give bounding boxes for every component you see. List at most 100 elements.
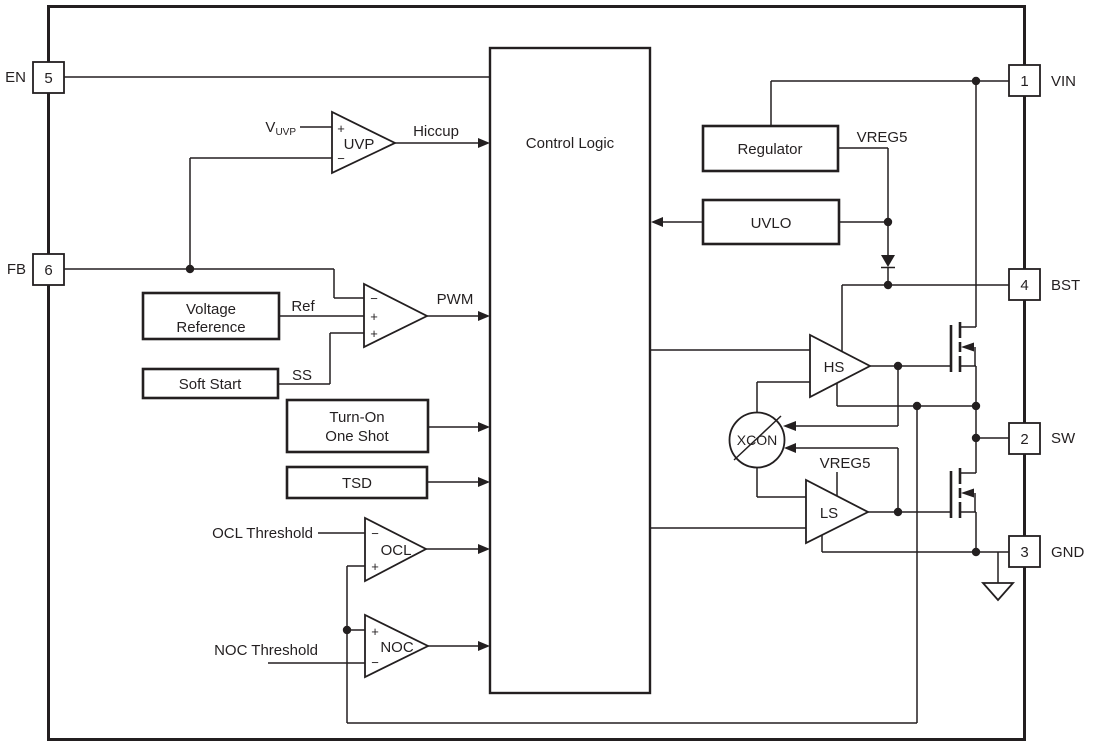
ocl-arrowhead: [478, 544, 490, 554]
pin-label-en: EN: [5, 69, 26, 86]
pin-number-vin: 1: [1020, 73, 1028, 90]
vuvp-subscript: UVP: [275, 127, 296, 138]
control-logic-label: Control Logic: [526, 135, 615, 152]
ocl-threshold-label: OCL Threshold: [212, 525, 313, 542]
hs-driver-label: HS: [824, 359, 845, 376]
xcon-lower-arrowhead: [784, 443, 796, 453]
bootstrap-diode: [881, 255, 895, 267]
regulator-box: [701, 124, 840, 173]
tsd-label: TSD: [342, 475, 372, 492]
soft-start-block: Soft Start SS: [141, 332, 364, 400]
regulator-block: Regulator VREG5: [701, 124, 908, 285]
tsd-arrowhead: [478, 477, 490, 487]
uvlo-label: UVLO: [751, 215, 792, 232]
junction-dot-fb: [185, 264, 195, 274]
turn-on-one-shot-block: Turn-On One Shot: [285, 398, 490, 454]
ss-label: SS: [292, 367, 312, 384]
error-amplifier: − + + PWM: [363, 282, 490, 349]
uvp-plus-sign: +: [337, 121, 345, 136]
uvp-triangle: [331, 110, 398, 175]
hiccup-label: Hiccup: [413, 123, 459, 140]
pin-en: 5 EN: [5, 61, 490, 94]
noc-minus-sign: −: [371, 655, 379, 670]
ocl-plus-sign: +: [371, 559, 379, 574]
uvlo-block: UVLO: [651, 198, 893, 246]
uvp-minus-sign: −: [337, 151, 345, 166]
pin-box-en: [32, 61, 65, 94]
uvlo-arrowhead: [651, 217, 663, 227]
vreg5-ls-label: VREG5: [820, 455, 871, 472]
pin-vin: 1 VIN: [770, 64, 1076, 327]
noc-triangle: [364, 613, 431, 679]
noc-arrowhead: [478, 641, 490, 651]
pin-bst: 4 BST: [841, 268, 1080, 351]
junction-dot-vin: [971, 76, 981, 86]
xcon-upper-arrowhead: [783, 421, 796, 431]
pin-fb: 6 FB: [7, 157, 364, 299]
soft-start-label: Soft Start: [179, 376, 242, 393]
xcon-slash-icon: [733, 415, 782, 461]
xcon-label: XCON: [737, 432, 777, 448]
xcon-block: XCON: [728, 381, 810, 498]
tsd-block: TSD: [285, 465, 490, 500]
hs-mosfet: [949, 322, 976, 372]
pin-gnd: 3 GND: [971, 535, 1085, 602]
control-logic-box: [488, 46, 652, 695]
junction-dot-sense-tap: [912, 401, 922, 411]
ocl-comparator: − + OCL OCL Threshold: [212, 516, 490, 583]
ref-label: Ref: [291, 298, 315, 315]
voltage-reference-block: Voltage Reference Ref: [141, 291, 364, 341]
vreg5-label: VREG5: [857, 129, 908, 146]
error-amp-plus2-sign: +: [370, 326, 378, 341]
pin-box-sw: [1008, 422, 1041, 455]
noc-label: NOC: [380, 639, 414, 656]
pin-label-gnd: GND: [1051, 544, 1085, 561]
uvp-comparator: + − UVP VUVP Hiccup: [265, 110, 490, 175]
turn-on-one-shot-label-line1: Turn-On: [329, 409, 384, 426]
pin-label-vin: VIN: [1051, 73, 1076, 90]
pin-box-gnd: [1008, 535, 1041, 568]
voltage-reference-box: [141, 291, 281, 341]
pwm-arrowhead: [478, 311, 490, 321]
noc-threshold-label: NOC Threshold: [214, 642, 318, 659]
voltage-reference-label-line1: Voltage: [186, 301, 236, 318]
soft-start-box: [141, 367, 280, 400]
turn-on-one-shot-label-line2: One Shot: [325, 428, 389, 445]
pin-box-bst: [1008, 268, 1041, 301]
junction-dot-bst: [883, 280, 893, 290]
pin-box-fb: [32, 253, 65, 286]
ls-driver-label: LS: [820, 505, 838, 522]
noc-comparator: + − NOC NOC Threshold: [214, 613, 490, 679]
ls-mosfet: [949, 468, 977, 552]
hs-mosfet-body-arrow-icon: [961, 342, 974, 352]
pin-box-vin: [1008, 64, 1041, 97]
pin-label-fb: FB: [7, 261, 26, 278]
regulator-label: Regulator: [737, 141, 802, 158]
pin-number-en: 5: [44, 70, 52, 87]
ocl-minus-sign: −: [371, 526, 379, 541]
noc-plus-sign: +: [371, 624, 379, 639]
pin-label-bst: BST: [1051, 277, 1080, 294]
ic-boundary: [47, 5, 1026, 741]
error-amp-minus-sign: −: [370, 291, 378, 306]
hs-driver-triangle: [809, 333, 872, 399]
junction-dot-gnd: [971, 547, 981, 557]
error-amp-plus1-sign: +: [370, 309, 378, 324]
vuvp-base: V: [265, 119, 275, 136]
voltage-reference-label-line2: Reference: [176, 319, 245, 336]
pwm-label: PWM: [437, 291, 474, 308]
pin-number-sw: 2: [1020, 431, 1028, 448]
junction-dot-uvlo: [883, 217, 893, 227]
ocl-label: OCL: [381, 542, 412, 559]
ocl-triangle: [364, 516, 428, 583]
vuvp-label: VUVP: [265, 119, 296, 138]
pin-number-fb: 6: [44, 262, 52, 279]
pin-number-gnd: 3: [1020, 544, 1028, 561]
hiccup-arrowhead: [478, 138, 490, 148]
ls-driver: LS VREG5: [651, 443, 976, 553]
current-sense-path: [346, 406, 918, 724]
pin-number-bst: 4: [1020, 277, 1028, 294]
junction-dot-sw: [971, 433, 981, 443]
